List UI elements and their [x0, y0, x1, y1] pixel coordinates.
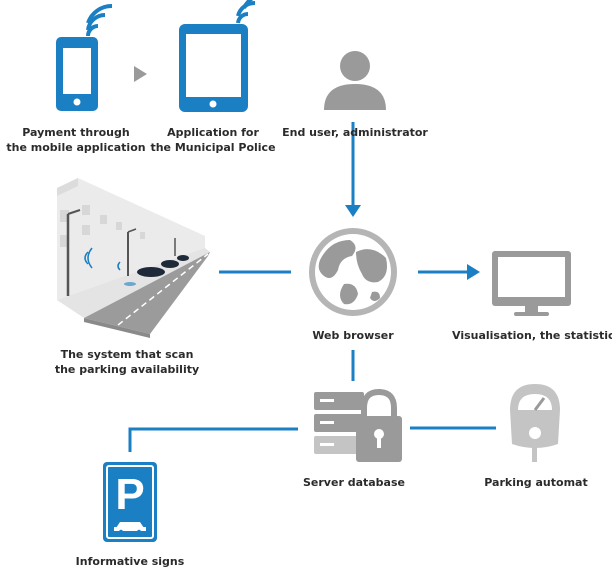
tablet-wifi-icon: [179, 0, 256, 112]
label-mobile-payment-line2: the mobile application: [6, 141, 146, 154]
parking-meter-icon: [510, 384, 560, 462]
label-mobile-payment-line1: Payment through: [22, 126, 130, 139]
label-police-app-line1: Application for: [167, 126, 259, 139]
label-end-user-line1: End user, administrator: [282, 126, 428, 139]
label-police-app-line2: the Municipal Police: [150, 141, 276, 154]
parking-sign-letter: P: [115, 470, 144, 519]
label-informative-signs-line1: Informative signs: [75, 555, 185, 568]
street-sensor-illustration: [57, 178, 210, 338]
label-parking-automat-line1: Parking automat: [484, 476, 588, 489]
label-server-database-line1: Server database: [303, 476, 405, 489]
label-mobile-payment: Payment through the mobile application: [0, 125, 153, 155]
server-lock-icon: [314, 388, 402, 462]
connector-server-signs: [128, 427, 298, 452]
label-scanner-system-line1: The system that scan: [60, 348, 194, 361]
label-web-browser: Web browser: [300, 328, 406, 343]
arrowhead-user-browser: [345, 205, 361, 217]
arrowhead-browser-visualisation: [467, 264, 480, 280]
monitor-icon: [492, 251, 571, 316]
label-server-database: Server database: [294, 475, 414, 490]
label-scanner-system-line2: the parking availability: [54, 363, 200, 376]
parking-sign-icon: P: [103, 462, 157, 542]
label-visualisation-line1: Visualisation, the statistics: [452, 329, 612, 342]
label-visualisation: Visualisation, the statistics: [452, 328, 612, 343]
smartphone-wifi-icon: [56, 3, 113, 111]
label-web-browser-line1: Web browser: [312, 329, 394, 342]
globe-icon: [309, 228, 397, 316]
label-scanner-system: The system that scan the parking availab…: [48, 347, 206, 377]
arrow-mobile-to-tablet: [134, 66, 147, 82]
label-parking-automat: Parking automat: [478, 475, 594, 490]
label-end-user: End user, administrator: [281, 125, 429, 140]
connectors: [128, 66, 496, 452]
user-silhouette-icon: [324, 51, 386, 110]
label-informative-signs: Informative signs: [70, 554, 190, 569]
label-police-app: Application for the Municipal Police: [146, 125, 280, 155]
